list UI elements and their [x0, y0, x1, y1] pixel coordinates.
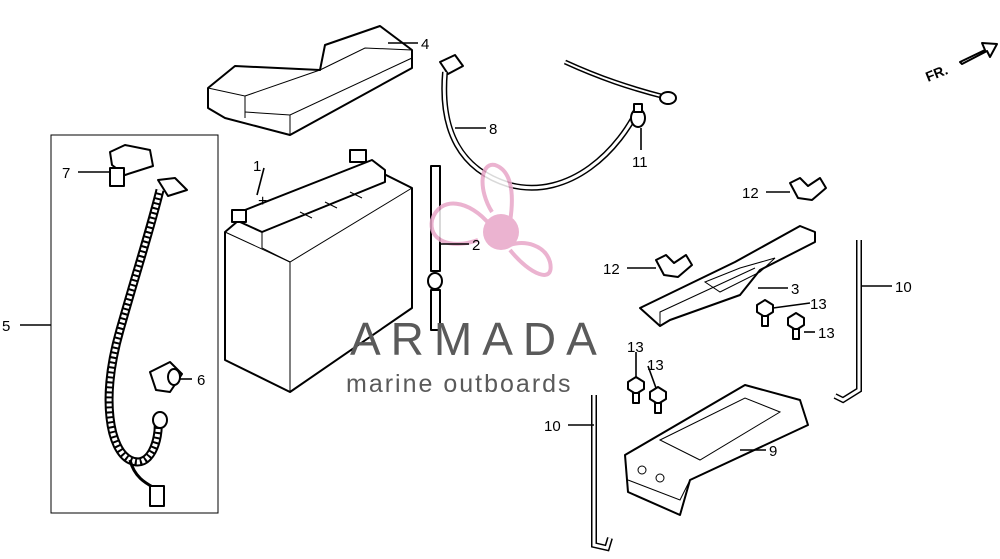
wing-nut-parts — [655, 177, 827, 278]
callout-9: 9 — [769, 443, 777, 460]
bolt-parts — [627, 299, 805, 414]
front-direction-indicator: FR. — [923, 42, 998, 85]
battery-holder-part — [639, 225, 816, 327]
callout-1: 1 — [253, 158, 261, 175]
negative-cable-assembly — [50, 134, 219, 514]
callout-2: 2 — [472, 237, 480, 254]
terminal-cap-part — [149, 361, 183, 393]
svg-text:+: + — [258, 193, 267, 210]
battery-cable-part — [439, 54, 643, 191]
callout-11: 11 — [632, 154, 648, 171]
callout-8: 8 — [489, 121, 497, 138]
callout-4: 4 — [421, 36, 429, 53]
battery-cover-part — [207, 25, 413, 136]
negative-cable-part — [563, 59, 677, 128]
callout-6: 6 — [197, 372, 205, 389]
front-direction-label: FR. — [923, 61, 950, 84]
callout-10-left: 10 — [544, 418, 561, 435]
callout-13-a: 13 — [810, 296, 827, 313]
callout-12-upper: 12 — [742, 185, 759, 202]
battery-tray-part — [624, 384, 809, 516]
hook-rod-parts — [591, 240, 862, 552]
callout-3: 3 — [791, 281, 799, 298]
callout-13-c: 13 — [627, 339, 644, 356]
callout-7: 7 — [62, 165, 70, 182]
callout-12-lower: 12 — [603, 261, 620, 278]
callout-13-b: 13 — [818, 325, 835, 342]
watermark-title: ARMADA — [350, 313, 607, 365]
watermark-subtitle: marine outboards — [346, 370, 573, 398]
leader-lines — [20, 42, 892, 451]
breather-tube-part — [427, 165, 443, 331]
watermark-logo — [429, 162, 553, 277]
callout-13-d: 13 — [647, 357, 664, 374]
callout-10-right: 10 — [895, 279, 912, 296]
battery-part: + — [224, 149, 413, 393]
callout-5: 5 — [2, 318, 10, 335]
